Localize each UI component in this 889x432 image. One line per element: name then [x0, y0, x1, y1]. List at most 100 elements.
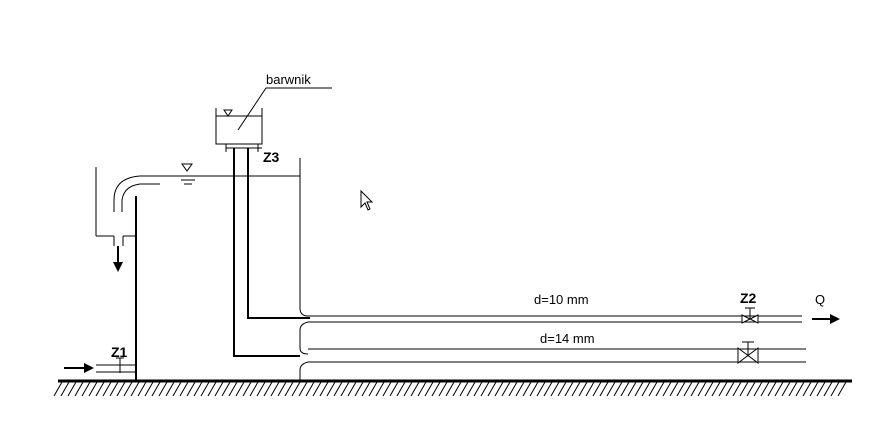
hatch-line: [417, 381, 427, 397]
main-tank: [299, 158, 309, 380]
dye-label: barwnik: [266, 72, 311, 87]
hatch-line: [494, 381, 504, 397]
hatch-line: [487, 381, 497, 397]
hatch-line: [123, 381, 133, 397]
hatch-line: [711, 381, 721, 397]
hatch-line: [410, 381, 420, 397]
valve-z3-label: Z3: [263, 149, 280, 165]
hatch-line: [389, 381, 399, 397]
hatch-line: [690, 381, 700, 397]
hatch-line: [823, 381, 833, 397]
dye-tank: barwnik Z3: [215, 72, 332, 165]
hatch-line: [74, 381, 84, 397]
hatch-line: [81, 381, 91, 397]
pipe-lower-label: d=14 mm: [540, 331, 595, 346]
supply-column: [95, 163, 300, 380]
hatch-line: [767, 381, 777, 397]
valve-z2-label: Z2: [740, 290, 757, 306]
hatch-line: [816, 381, 826, 397]
hatch-line: [620, 381, 630, 397]
hatch-line: [592, 381, 602, 397]
hatch-line: [326, 381, 336, 397]
pipe-upper-label: d=10 mm: [534, 292, 589, 307]
inflow: Z1: [64, 344, 136, 373]
hatch-line: [431, 381, 441, 397]
hatch-line: [291, 381, 301, 397]
hatch-line: [424, 381, 434, 397]
hatch-line: [669, 381, 679, 397]
hatch-line: [760, 381, 770, 397]
hatch-line: [186, 381, 196, 397]
valve-icon: [116, 357, 124, 373]
hatch-line: [697, 381, 707, 397]
hatch-line: [158, 381, 168, 397]
hatch-line: [235, 381, 245, 397]
hatch-line: [753, 381, 763, 397]
hatch-line: [634, 381, 644, 397]
hatch-line: [60, 381, 70, 397]
hatch-line: [627, 381, 637, 397]
hatch-line: [256, 381, 266, 397]
hatch-line: [809, 381, 819, 397]
hatch-line: [305, 381, 315, 397]
hatch-line: [571, 381, 581, 397]
hatch-line: [564, 381, 574, 397]
hatch-line: [585, 381, 595, 397]
hatch-line: [242, 381, 252, 397]
hatch-line: [263, 381, 273, 397]
hatch-line: [354, 381, 364, 397]
valve-icon: [741, 307, 759, 324]
hatch-line: [340, 381, 350, 397]
hatch-line: [109, 381, 119, 397]
valve-z1-label: Z1: [111, 344, 128, 360]
hatch-line: [207, 381, 217, 397]
hatch-line: [522, 381, 532, 397]
hatch-line: [480, 381, 490, 397]
hatch-line: [837, 381, 847, 397]
hatch-line: [88, 381, 98, 397]
hatch-line: [382, 381, 392, 397]
hatch-line: [221, 381, 231, 397]
arrow-icon: [830, 314, 840, 324]
hatch-line: [53, 381, 63, 397]
hatch-line: [613, 381, 623, 397]
hatch-line: [172, 381, 182, 397]
hatch-line: [648, 381, 658, 397]
hatch-line: [347, 381, 357, 397]
hatch-line: [641, 381, 651, 397]
hatch-line: [515, 381, 525, 397]
hatch-line: [438, 381, 448, 397]
hatch-line: [151, 381, 161, 397]
hatch-line: [578, 381, 588, 397]
valve-icon: [737, 341, 759, 364]
hatch-line: [214, 381, 224, 397]
hatch-line: [739, 381, 749, 397]
hatch-line: [683, 381, 693, 397]
hatch-line: [375, 381, 385, 397]
hatch-line: [445, 381, 455, 397]
flow-label: Q: [815, 292, 825, 307]
hatch-line: [655, 381, 665, 397]
hatch-line: [774, 381, 784, 397]
dye-tubes: [233, 148, 310, 357]
hatch-line: [732, 381, 742, 397]
hatch-line: [550, 381, 560, 397]
hatch-line: [319, 381, 329, 397]
hatch-line: [130, 381, 140, 397]
water-level-icon: [178, 163, 198, 185]
hatch-line: [200, 381, 210, 397]
hatch-line: [102, 381, 112, 397]
ground: [53, 379, 852, 397]
hatch-line: [165, 381, 175, 397]
hatch-line: [606, 381, 616, 397]
hatch-line: [116, 381, 126, 397]
hatch-line: [508, 381, 518, 397]
hatch-line: [249, 381, 259, 397]
hatch-line: [137, 381, 147, 397]
arrow-icon: [84, 363, 94, 373]
hatch-line: [396, 381, 406, 397]
hatch-line: [403, 381, 413, 397]
hatch-line: [95, 381, 105, 397]
hatch-line: [193, 381, 203, 397]
